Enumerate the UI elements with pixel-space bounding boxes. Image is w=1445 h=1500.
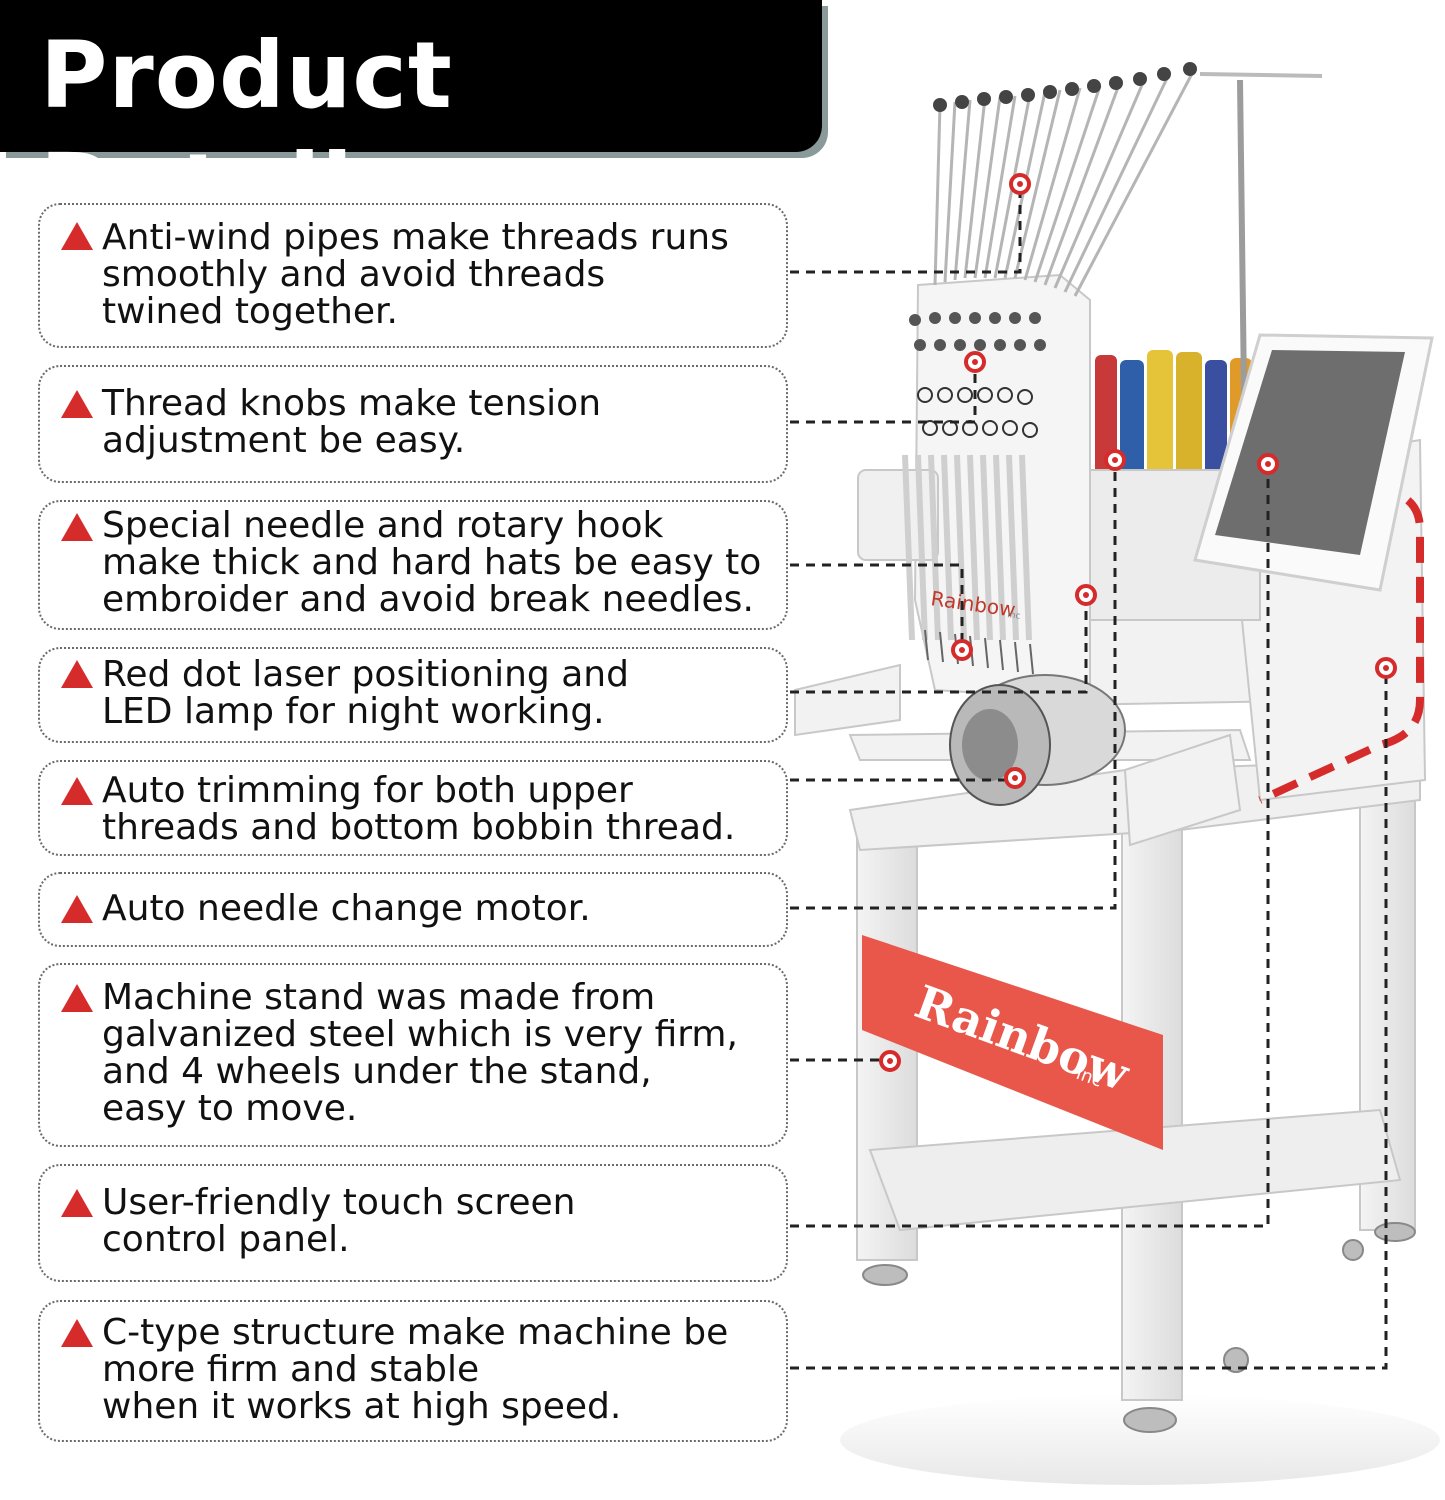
title-banner: Product Details: [0, 0, 822, 241]
callout-target-centers: [887, 181, 1389, 1064]
warning-triangle-icon: [61, 660, 93, 688]
feature-anti-wind-pipes: Anti-wind pipes make threads runs smooth…: [38, 203, 788, 348]
warning-triangle-icon: [61, 222, 93, 250]
thread-stand-bar: [1199, 72, 1323, 78]
feature-text: Red dot laser positioning and LED lamp f…: [102, 654, 629, 732]
warning-triangle-icon: [61, 984, 93, 1012]
feature-c-type-structure: C-type structure make machine be more fi…: [38, 1300, 788, 1442]
warning-triangle-icon: [61, 1319, 93, 1347]
feature-thread-knobs: Thread knobs make tension adjustment be …: [38, 365, 788, 483]
warning-triangle-icon: [61, 777, 93, 805]
warning-triangle-icon: [61, 1189, 93, 1217]
feature-text: Machine stand was made from galvanized s…: [102, 977, 738, 1129]
stand-feet: [862, 1222, 1416, 1433]
feature-needle-rotary-hook: Special needle and rotary hook make thic…: [38, 500, 788, 630]
feature-needle-change-motor: Auto needle change motor.: [38, 872, 788, 947]
anti-wind-pipes: [933, 67, 1197, 297]
c-frame-dashed-highlight: [1258, 486, 1424, 804]
feature-touch-screen: User-friendly touch screen control panel…: [38, 1164, 788, 1282]
warning-triangle-icon: [61, 390, 93, 418]
warning-triangle-icon: [61, 895, 93, 923]
feature-text: Thread knobs make tension adjustment be …: [102, 383, 602, 461]
head-brand-suffix: inc: [1007, 610, 1021, 622]
feature-laser-led: Red dot laser positioning and LED lamp f…: [38, 647, 788, 743]
feature-machine-stand: Machine stand was made from galvanized s…: [38, 963, 788, 1147]
thread-tension-knobs: [909, 312, 1046, 351]
stand-brand-plate: [862, 935, 1163, 1150]
thread-guide-hooks: [917, 387, 1038, 438]
feature-text: Anti-wind pipes make threads runs smooth…: [102, 217, 729, 332]
feature-text: C-type structure make machine be more fi…: [102, 1312, 729, 1427]
warning-triangle-icon: [61, 513, 93, 541]
feature-text: User-friendly touch screen control panel…: [102, 1182, 576, 1260]
feature-text: Special needle and rotary hook make thic…: [102, 505, 762, 620]
thread-guide-balls: [933, 62, 1197, 112]
touch-screen-panel: [1193, 333, 1434, 592]
callout-leader-lines: [790, 185, 1388, 1370]
feature-text: Auto trimming for both upper threads and…: [102, 770, 736, 848]
needle-bars: [902, 454, 1032, 641]
feature-auto-trimming: Auto trimming for both upper threads and…: [38, 760, 788, 856]
floor-shadow: [840, 1395, 1440, 1485]
feature-text: Auto needle change motor.: [102, 888, 591, 929]
